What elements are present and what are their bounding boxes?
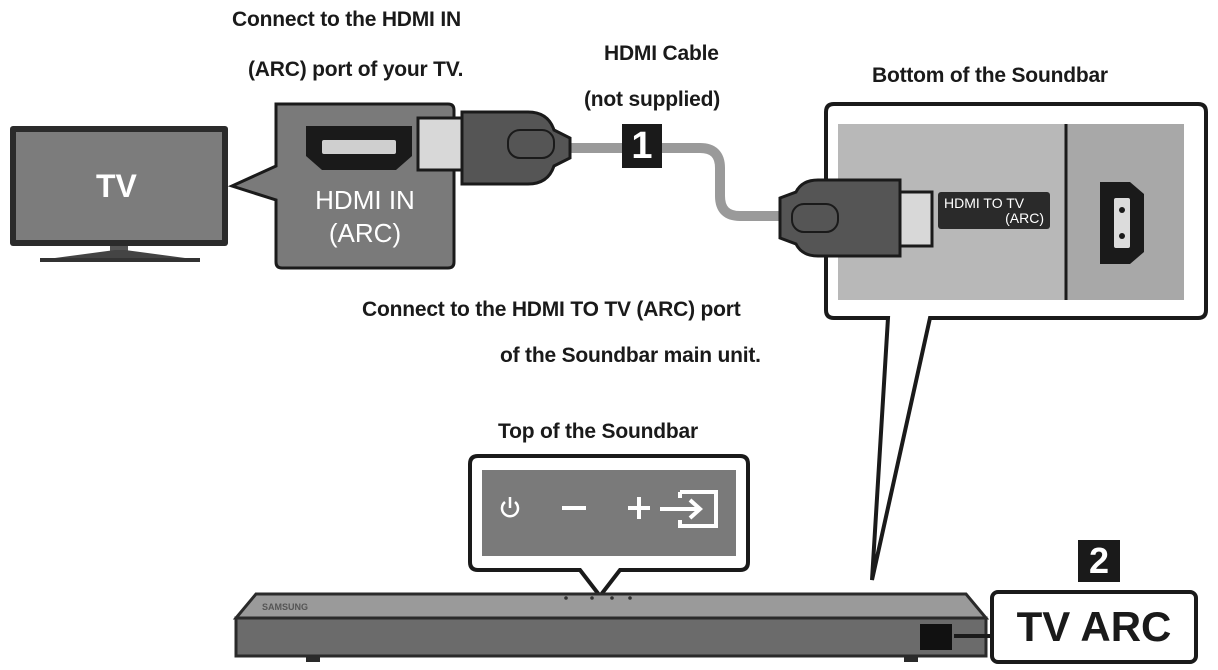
tv-port-instruction-line1: Connect to the HDMI IN <box>232 8 461 31</box>
right-hdmi-plug <box>778 178 934 258</box>
tv-port-label-line1: HDMI IN <box>315 185 415 215</box>
tv-hdmi-port <box>306 126 412 170</box>
soundbar-port-tag-line2: (ARC) <box>1005 209 1044 226</box>
step-1-badge: 1 <box>622 124 662 168</box>
soundbar-hdmi-port <box>1100 182 1144 264</box>
soundbar-body: SAMSUNG <box>232 592 990 662</box>
cable-label-line2: (not supplied) <box>584 88 721 111</box>
tv-port-label-line2: (ARC) <box>328 217 402 248</box>
step-2-badge: 2 <box>1078 540 1120 582</box>
tv-port-label: HDMI IN (ARC) <box>290 184 440 249</box>
cable-label-line1: HDMI Cable <box>604 42 719 65</box>
soundbar-port-tag-line1: HDMI TO TV <box>944 195 1025 211</box>
tv-arc-display-label: TV ARC <box>990 590 1198 664</box>
plus-icon <box>628 497 650 519</box>
left-hdmi-plug <box>416 110 572 186</box>
power-icon <box>500 497 520 518</box>
soundbar-port-instruction-line1: Connect to the HDMI TO TV (ARC) port <box>362 298 741 321</box>
soundbar-brand: SAMSUNG <box>262 602 308 612</box>
tv-label: TV <box>96 168 137 204</box>
soundbar-port-instruction-line2: of the Soundbar main unit. <box>500 344 761 367</box>
hdmi-cable <box>565 143 795 221</box>
bottom-soundbar-label: Bottom of the Soundbar <box>872 64 1108 87</box>
soundbar-port-tag: HDMI TO TV (ARC) <box>938 192 1050 230</box>
tv-illustration <box>10 126 228 262</box>
source-icon <box>660 490 718 528</box>
tv-port-instruction-line2: (ARC) port of your TV. <box>248 58 464 81</box>
top-soundbar-label: Top of the Soundbar <box>498 420 698 443</box>
